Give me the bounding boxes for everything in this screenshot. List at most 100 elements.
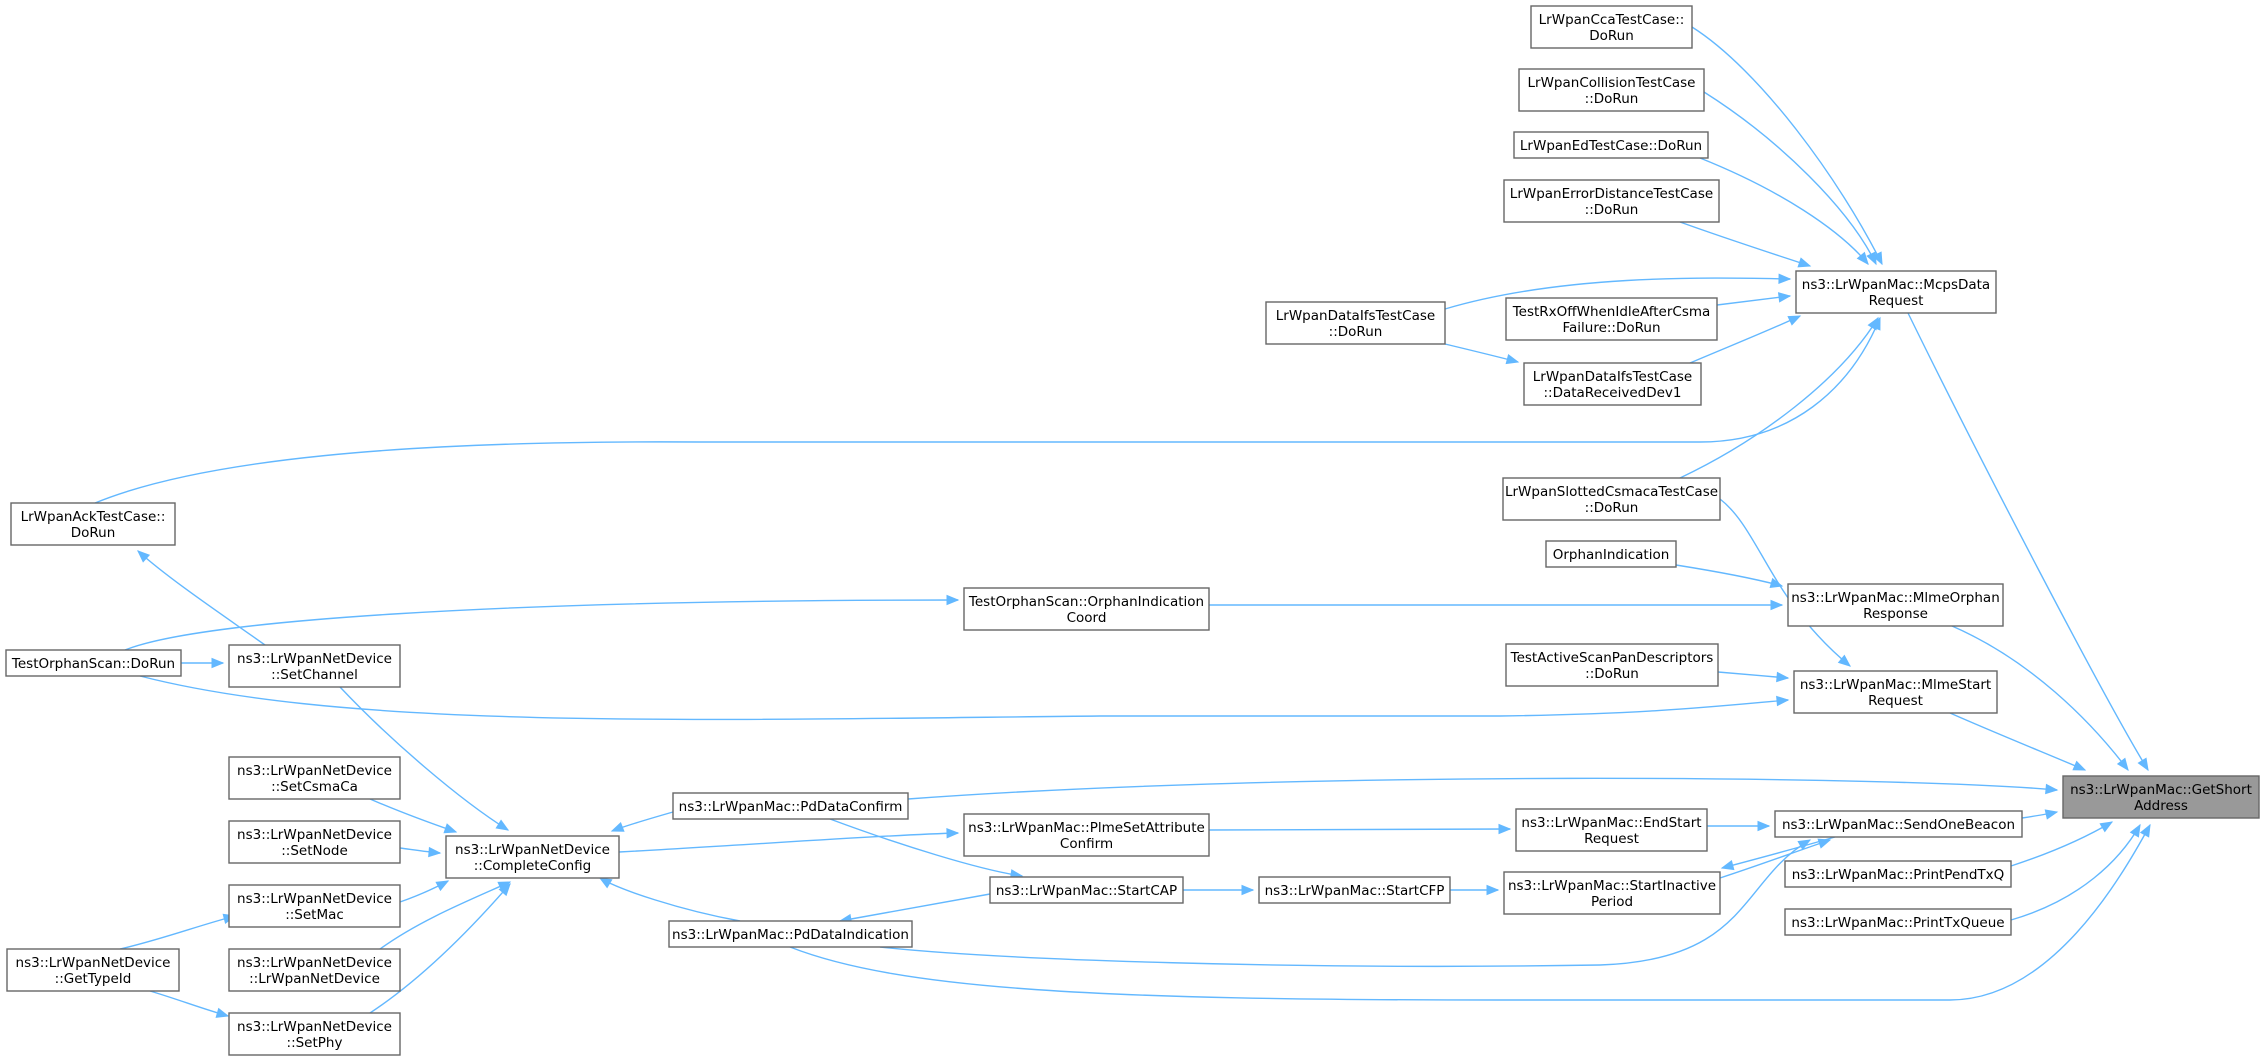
graph-node[interactable]: LrWpanDataIfsTestCase::DoRun	[1265, 301, 1446, 345]
graph-node[interactable]: LrWpanCcaTestCase::DoRun	[1530, 5, 1693, 49]
arrow-head	[1837, 654, 1852, 667]
graph-node[interactable]: TestActiveScanPanDescriptors::DoRun	[1505, 643, 1719, 687]
graph-node[interactable]: ns3::LrWpanNetDevice::LrWpanNetDevice	[228, 948, 401, 992]
edge-n32-to-n21	[598, 877, 741, 922]
arrow-head	[2116, 757, 2129, 772]
arrow-head	[2044, 809, 2059, 820]
edge-line	[1719, 498, 1851, 667]
node-label: ::SetChannel	[271, 667, 358, 683]
graph-node[interactable]: ns3::LrWpanNetDevice::SetPhy	[228, 1012, 401, 1056]
graph-node[interactable]: LrWpanCollisionTestCase::DoRun	[1518, 68, 1705, 112]
arrow-head	[1241, 884, 1255, 896]
edge-line	[149, 990, 229, 1017]
node-label: ns3::LrWpanMac::GetShort	[2070, 782, 2252, 798]
node-box	[1503, 871, 1721, 915]
node-box	[668, 920, 913, 948]
node-label: ns3::LrWpanNetDevice	[237, 763, 392, 779]
graph-node[interactable]: ns3::LrWpanNetDevice::SetNode	[228, 820, 401, 864]
arrow-head	[211, 657, 225, 669]
node-box	[6, 948, 180, 992]
arrow-head	[1498, 823, 1512, 835]
graph-node[interactable]: ns3::LrWpanMac::PrintPendTxQ	[1784, 860, 2012, 888]
graph-node[interactable]: TestOrphanScan::DoRun	[5, 649, 182, 677]
edge-n1-to-n0	[1907, 312, 2149, 772]
arrow-head	[1770, 599, 1784, 611]
node-label: ::SetCsmaCa	[271, 779, 358, 795]
edge-n4-to-n1	[1699, 157, 1869, 266]
node-label: ::DoRun	[1585, 202, 1639, 218]
graph-node[interactable]: LrWpanAckTestCase::DoRun	[10, 502, 176, 546]
edge-line	[379, 881, 511, 950]
node-label: TestOrphanScan::DoRun	[11, 656, 175, 672]
arrow-head	[598, 877, 613, 889]
edge-n5-to-n1	[1679, 221, 1812, 268]
graph-node[interactable]: ns3::LrWpanNetDevice::GetTypeId	[6, 948, 180, 992]
edge-line	[1691, 26, 1883, 265]
edge-n32-to-n24	[879, 839, 1812, 968]
node-box	[228, 884, 401, 928]
node-box	[1265, 301, 1446, 345]
arrow-head	[137, 550, 151, 563]
arrow-head	[435, 880, 450, 892]
graph-node[interactable]: LrWpanErrorDistanceTestCase::DoRun	[1503, 179, 1720, 223]
graph-node[interactable]: ns3::LrWpanMac::StartCFP	[1258, 876, 1451, 904]
node-box	[1774, 810, 2023, 838]
arrow-head	[2137, 757, 2149, 772]
node-label: TestRxOffWhenIdleAfterCsma	[1512, 304, 1711, 320]
graph-node[interactable]: LrWpanSlottedCsmacaTestCase::DoRun	[1502, 477, 1721, 521]
node-label: ::DataReceivedDev1	[1543, 385, 1681, 401]
edge-line	[879, 839, 1811, 968]
node-label: Address	[2134, 798, 2188, 814]
node-box	[1503, 179, 1720, 223]
edge-line	[94, 317, 1881, 504]
node-label: ns3::LrWpanMac::MlmeOrphan	[1791, 590, 2000, 606]
node-label: DoRun	[71, 525, 116, 541]
graph-node[interactable]: LrWpanDataIfsTestCase::DataReceivedDev1	[1523, 362, 1702, 406]
graph-node[interactable]: OrphanIndication	[1545, 540, 1677, 568]
node-label: Confirm	[1060, 836, 1113, 852]
node-label: Failure::DoRun	[1562, 320, 1660, 336]
node-label: DoRun	[1589, 28, 1634, 44]
graph-node[interactable]: ns3::LrWpanMac::SendOneBeacon	[1774, 810, 2023, 838]
node-label: ns3::LrWpanNetDevice	[455, 842, 610, 858]
graph-node[interactable]: LrWpanEdTestCase::DoRun	[1513, 131, 1709, 159]
graph-node[interactable]: ns3::LrWpanMac::StartCAP	[989, 876, 1184, 904]
graph-node[interactable]: ns3::LrWpanNetDevice::CompleteConfig	[445, 835, 620, 879]
graph-node[interactable]: ns3::LrWpanNetDevice::SetChannel	[228, 644, 401, 688]
node-label: Request	[1584, 831, 1639, 847]
edge-n9-to-n1	[94, 316, 1881, 504]
node-box	[1513, 131, 1709, 159]
graph-node[interactable]: ns3::LrWpanMac::PdDataIndication	[668, 920, 913, 948]
graph-node[interactable]: ns3::LrWpanMac::PdDataConfirm	[672, 792, 909, 820]
graph-node[interactable]: ns3::LrWpanNetDevice::SetCsmaCa	[228, 756, 401, 800]
node-label: ns3::LrWpanNetDevice	[237, 1019, 392, 1035]
node-box	[963, 813, 1210, 857]
node-label: Coord	[1067, 610, 1107, 626]
graph-node[interactable]: ns3::LrWpanMac::PrintTxQueue	[1784, 908, 2012, 936]
node-label: ns3::LrWpanMac::PdDataConfirm	[679, 799, 903, 815]
node-label: ::CompleteConfig	[474, 858, 591, 874]
edge-n19-to-n0	[907, 777, 2059, 800]
arrow-head	[1817, 838, 1832, 849]
arrow-head	[946, 828, 960, 839]
edge-line	[1208, 828, 1511, 831]
node-label: ns3::LrWpanMac::PdDataIndication	[672, 927, 909, 943]
edge-line	[139, 675, 1789, 721]
arrow-head	[428, 846, 442, 858]
node-label: ::SetPhy	[287, 1035, 343, 1051]
graph-node[interactable]: ns3::LrWpanNetDevice::SetMac	[228, 884, 401, 928]
node-box	[672, 792, 909, 820]
arrow-head	[1866, 251, 1877, 266]
edge-line	[1951, 625, 2129, 771]
edge-n12-to-n0	[1951, 625, 2129, 772]
edge-line	[369, 883, 511, 1014]
